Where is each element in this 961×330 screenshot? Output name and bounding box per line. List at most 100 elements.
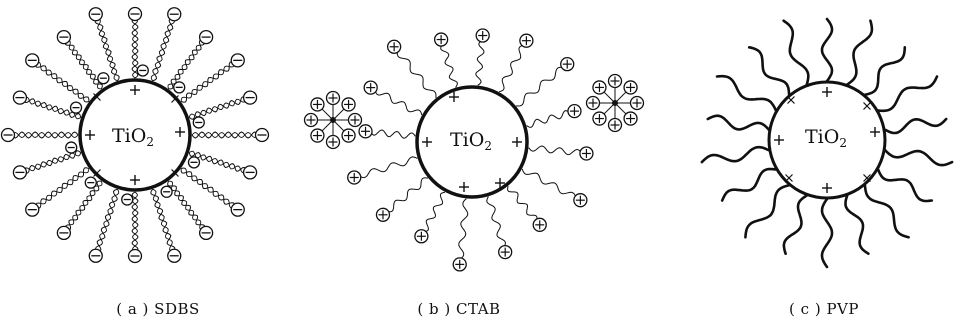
cross-sign-icon (863, 102, 871, 110)
plus-sign-icon (512, 137, 522, 147)
cationic-head-icon (414, 229, 429, 244)
anionic-head-icon (0, 127, 16, 143)
plus-sign-icon (85, 130, 95, 140)
sdbs-tail (66, 39, 102, 90)
cationic-head-icon (623, 80, 638, 95)
anionic-head-icon (56, 225, 72, 241)
tio2-particle-core (78, 78, 192, 192)
cationic-head-icon (347, 170, 362, 185)
ctab-tail (396, 50, 437, 98)
cross-sign-icon (93, 93, 101, 101)
cationic-head-icon (498, 244, 513, 260)
cationic-head-icon (585, 95, 601, 111)
sdbs-tail (188, 98, 247, 118)
panel-ctab: TiO2 (303, 28, 645, 272)
ctab-tail (475, 40, 485, 86)
tio2-label: TiO2 (112, 125, 154, 149)
plus-sign-icon (422, 137, 432, 147)
ctab-tail (528, 145, 582, 156)
ctab-surfactant-chains (347, 28, 594, 272)
sdbs-tail (191, 132, 259, 138)
anionic-head-icon (12, 165, 28, 180)
cationic-head-icon (363, 80, 378, 95)
anionic-head-icon (198, 225, 214, 241)
ctab-micelles (303, 73, 645, 150)
cross-sign-icon (787, 96, 795, 104)
cationic-head-icon (579, 146, 594, 161)
plus-sign-icon (459, 182, 469, 192)
panel-sdbs: TiO2 (0, 6, 270, 264)
cationic-head-icon (592, 80, 607, 95)
tio2-label: TiO2 (450, 129, 492, 153)
sdbs-tail (95, 188, 120, 253)
anionic-head-icon (192, 116, 205, 129)
pvp-chain (844, 194, 870, 255)
cationic-head-icon (325, 134, 341, 150)
anionic-head-icon (12, 90, 28, 105)
cationic-head-icon (310, 97, 325, 112)
pvp-chain (744, 183, 791, 239)
pvp-chain (883, 117, 948, 135)
anionic-head-icon (84, 176, 97, 189)
cationic-head-icon (623, 111, 638, 126)
anionic-head-icon (25, 53, 40, 68)
ctab-tail (370, 129, 416, 139)
caption-ctab: ( b ) CTAB (417, 300, 501, 318)
plus-sign-icon (495, 178, 505, 188)
anionic-head-icon (160, 185, 173, 198)
anionic-head-icon (230, 53, 245, 68)
tio2-particle-core (767, 80, 887, 200)
plus-sign-icon (822, 183, 832, 193)
pvp-chain (845, 19, 874, 86)
cationic-head-icon (592, 111, 607, 126)
pvp-chain (715, 74, 778, 112)
sdbs-tail (11, 132, 79, 138)
pvp-chain (883, 148, 954, 167)
tio2-label: TiO2 (805, 126, 847, 150)
sdbs-tail (23, 96, 82, 120)
anionic-head-icon (127, 248, 143, 264)
sdbs-tail (188, 150, 247, 174)
sdbs-tail (152, 188, 174, 253)
cationic-head-icon (629, 95, 645, 111)
pvp-chain (820, 17, 834, 83)
pvp-chain (876, 168, 934, 203)
cross-sign-icon (171, 169, 179, 177)
cationic-head-icon (375, 207, 391, 222)
micelle (585, 73, 645, 133)
anionic-head-icon (88, 248, 103, 263)
anionic-head-icon (167, 248, 182, 263)
cationic-head-icon (475, 28, 490, 43)
cross-sign-icon (93, 169, 101, 177)
cross-sign-icon (785, 174, 793, 182)
caption-pvp: ( c ) PVP (789, 300, 859, 318)
ctab-tail (498, 44, 525, 93)
micelle-core (330, 117, 336, 123)
ctab-tail (521, 168, 577, 198)
anionic-head-icon (167, 7, 182, 22)
cationic-head-icon (303, 112, 319, 128)
ctab-tail (516, 66, 564, 107)
anionic-head-icon (230, 202, 245, 217)
sdbs-tail (23, 152, 82, 172)
sdbs-tail (150, 17, 175, 82)
anionic-head-icon (242, 90, 258, 105)
plus-sign-icon (130, 85, 140, 95)
plus-sign-icon (870, 127, 880, 137)
ctab-tail (440, 44, 458, 88)
sdbs-tail (35, 168, 90, 208)
pvp-chain (820, 197, 834, 269)
cationic-head-icon (567, 103, 582, 119)
ctab-tail (386, 177, 428, 213)
anionic-head-icon (254, 127, 270, 143)
sdbs-tail (168, 180, 204, 231)
micelle-core (612, 100, 618, 106)
sdbs-tail (132, 191, 138, 253)
pvp-chain (720, 167, 778, 202)
ctab-tail (358, 156, 418, 179)
anionic-head-icon (198, 29, 214, 45)
anionic-head-icon (88, 7, 103, 22)
cross-sign-icon (171, 95, 179, 103)
cationic-head-icon (325, 90, 341, 106)
plus-sign-icon (774, 135, 784, 145)
